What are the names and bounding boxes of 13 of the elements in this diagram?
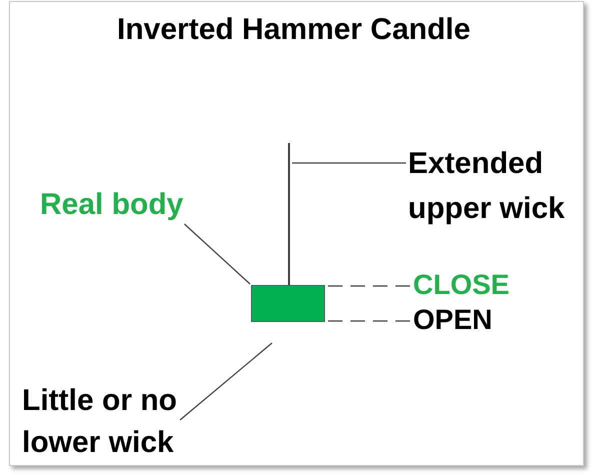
price-label: OPEN [413,303,492,337]
leader-line [292,162,406,164]
leader-line [184,224,250,284]
callout-label: Little or no lower wick [22,380,178,464]
leader-line [180,342,272,420]
price-label: CLOSE [413,268,510,302]
callout-label: Extended upper wick [408,141,566,231]
diagram-title: Inverted Hammer Candle [117,12,470,48]
dashed-leader-line [328,285,410,287]
candle-body [251,285,325,322]
callout-label: Real body [40,187,184,223]
candle-wick [288,143,290,285]
dashed-leader-line [328,320,410,322]
